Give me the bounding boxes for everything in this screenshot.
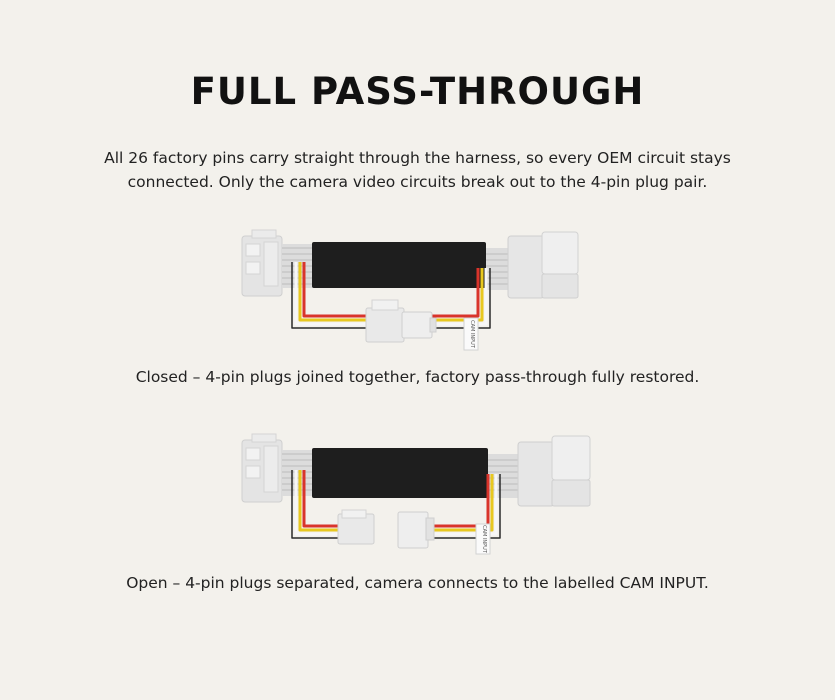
page-title: FULL PASS-THROUGH [190,70,645,113]
harness-module-body [312,242,486,288]
video-breakout-wires [291,470,501,539]
cam-input-label: CAM INPUT [481,525,487,554]
left-oem-connector [241,229,283,297]
cam-input-tag: CAM INPUT [475,523,491,555]
harness-module-body [312,448,488,498]
cam-input-tag: CAM INPUT [463,317,479,351]
caption-open: Open – 4-pin plugs separated, camera con… [126,574,709,592]
caption-closed: Closed – 4-pin plugs joined together, fa… [135,368,700,386]
intro-paragraph: All 26 factory pins carry straight throu… [104,149,731,191]
cam-input-label: CAM INPUT [469,320,475,349]
left-ribbon-cable [282,450,314,496]
4-pin-plug-male-separated [337,509,375,545]
4-pin-plug-pair-joined [365,299,437,343]
left-oem-connector [241,433,283,503]
video-breakout-wires [291,262,491,329]
4-pin-plug-female-separated [397,511,435,549]
left-ribbon-cable [282,244,314,288]
harness-diagram-open: CAM INPUT [241,433,591,555]
right-oem-connector [507,231,579,299]
right-oem-connector [517,435,591,507]
harness-diagram-closed: CAM INPUT [241,229,579,351]
